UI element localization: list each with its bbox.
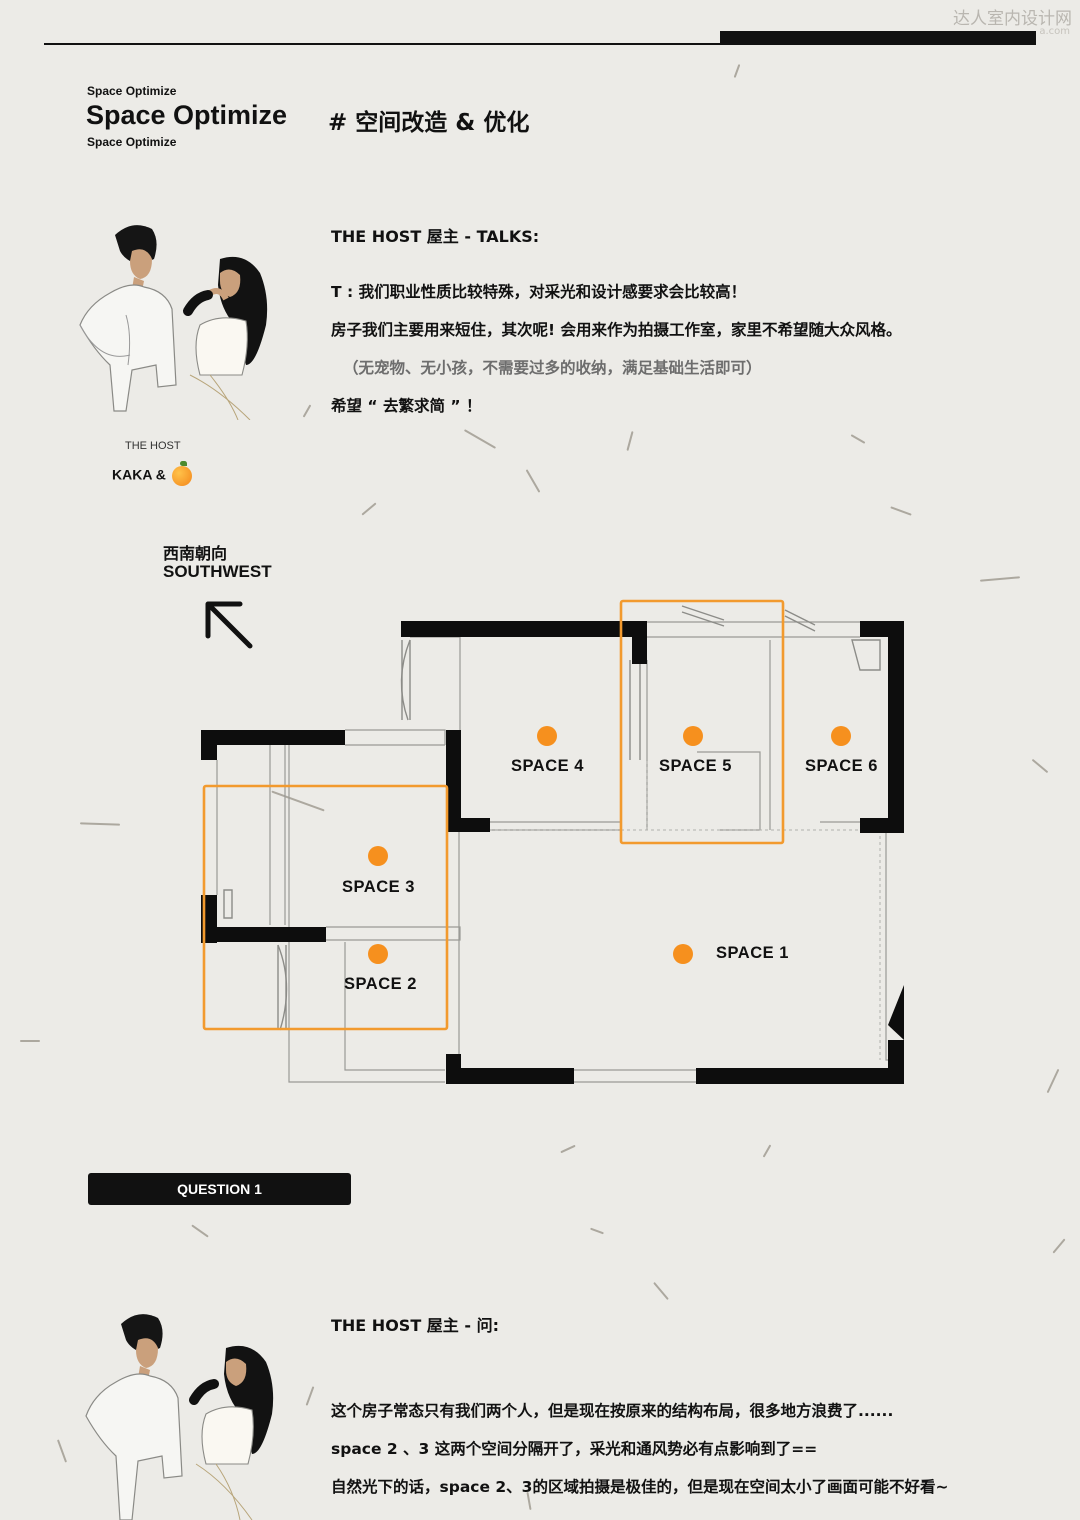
- space-6-label: SPACE 6: [805, 757, 878, 775]
- space-2-label: SPACE 2: [344, 975, 417, 993]
- space-3-dot: [368, 846, 388, 866]
- space-1-dot: [673, 944, 693, 964]
- paper-fiber: [56, 1439, 68, 1463]
- question-line: 这个房子常态只有我们两个人，但是现在按原来的结构布局，很多地方浪费了......: [331, 1402, 894, 1420]
- host-label: THE HOST: [125, 440, 181, 452]
- watermark: 达人室内设计网: [953, 9, 1072, 29]
- header-small-top: Space Optimize: [87, 84, 177, 98]
- space-5-dot: [683, 726, 703, 746]
- talks-line: T : 我们职业性质比较特殊，对采光和设计感要求会比较高！: [331, 283, 747, 301]
- paper-fiber: [191, 1224, 209, 1238]
- header-title: Space Optimize: [86, 100, 288, 130]
- space-5-label: SPACE 5: [659, 757, 732, 775]
- space-6-dot: [831, 726, 851, 746]
- question-line: space 2 、3 这两个空间分隔开了，采光和通风势必有点影响到了==: [331, 1440, 818, 1458]
- orientation-cn: 西南朝向: [163, 544, 228, 563]
- question-heading: THE HOST 屋主 - 问:: [331, 1316, 499, 1335]
- northwest-arrow-icon: [205, 601, 253, 649]
- question-line: 自然光下的话，space 2、3的区域拍摄是极佳的，但是现在空间太小了画面可能不…: [331, 1478, 949, 1496]
- paper-fiber: [20, 1040, 40, 1042]
- talks-line: 房子我们主要用来短住，其次呢! 会用来作为拍摄工作室，家里不希望随大众风格。: [331, 321, 902, 339]
- top-rule-accent: [720, 31, 1036, 44]
- paper-fiber: [305, 1386, 315, 1406]
- question-badge: QUESTION 1: [88, 1173, 351, 1205]
- host-name-text: KAKA &: [112, 466, 166, 483]
- paper-fiber: [653, 1281, 669, 1301]
- space-markers: [368, 726, 851, 964]
- space-4-dot: [537, 726, 557, 746]
- orientation-en: SOUTHWEST: [163, 562, 272, 581]
- space-3-label: SPACE 3: [342, 878, 415, 896]
- top-rule: [44, 43, 1036, 45]
- talks-heading: THE HOST 屋主 - TALKS:: [331, 227, 540, 246]
- paper-fiber: [560, 1144, 576, 1154]
- header-small-bottom: Space Optimize: [87, 135, 177, 149]
- space-1-label: SPACE 1: [716, 944, 789, 962]
- host-couple-illustration: [79, 225, 268, 420]
- paper-fiber: [762, 1144, 772, 1158]
- space-2-dot: [368, 944, 388, 964]
- paper-fiber: [590, 1227, 604, 1235]
- orange-icon: [171, 461, 192, 486]
- section-title: # 空间改造 & 优化: [328, 110, 530, 136]
- host-name: KAKA &: [112, 461, 192, 486]
- talks-line: 希望 “ 去繁求简 ” ！: [331, 397, 482, 415]
- paper-fiber: [1052, 1238, 1066, 1254]
- talks-line-note: （无宠物、无小孩，不需要过多的收纳，满足基础生活即可）: [343, 359, 762, 377]
- watermark-sub: a.com: [1039, 26, 1070, 37]
- host-couple-illustration-2: [85, 1314, 274, 1520]
- space-4-label: SPACE 4: [511, 757, 584, 775]
- floor-plan: [201, 599, 904, 1084]
